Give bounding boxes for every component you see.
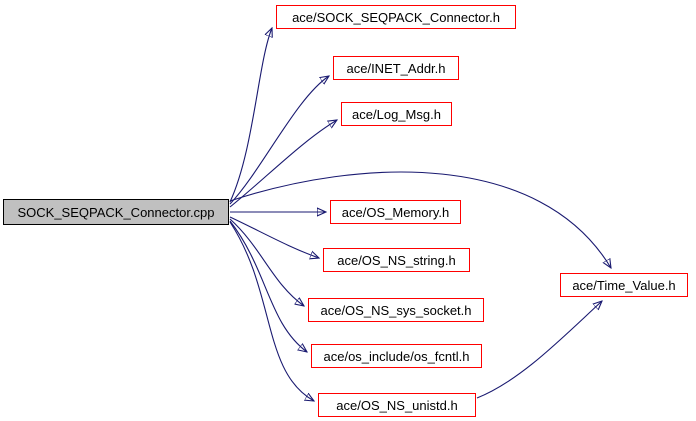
edge-cpp-to-os-ns-string-h — [229, 216, 319, 258]
edge-cpp-to-os-ns-unistd-h — [229, 221, 314, 401]
node-header-sock-seqpack-connector-h[interactable]: ace/SOCK_SEQPACK_Connector.h — [276, 5, 516, 29]
edge-cpp-to-os-ns-sys-socket-h — [229, 218, 304, 306]
node-header-os-ns-unistd-h[interactable]: ace/OS_NS_unistd.h — [318, 393, 476, 417]
edge-cpp-to-time-value-h — [229, 171, 611, 268]
node-header-os-memory-h[interactable]: ace/OS_Memory.h — [330, 200, 461, 224]
node-header-os-ns-string-h[interactable]: ace/OS_NS_string.h — [323, 248, 470, 272]
edge-cpp-to-log-msg-h — [229, 120, 337, 208]
node-header-os-include-os-fcntl-h[interactable]: ace/os_include/os_fcntl.h — [311, 344, 482, 368]
node-source-file: SOCK_SEQPACK_Connector.cpp — [3, 199, 229, 225]
edge-os-ns-unistd-h-to-time-value-h — [476, 301, 602, 399]
edge-cpp-to-os-include-os-fcntl-h — [229, 220, 307, 352]
node-header-log-msg-h[interactable]: ace/Log_Msg.h — [341, 102, 452, 126]
node-header-inet-addr-h[interactable]: ace/INET_Addr.h — [333, 56, 459, 80]
node-header-time-value-h[interactable]: ace/Time_Value.h — [560, 273, 688, 297]
edge-cpp-to-inet-addr-h — [229, 76, 329, 205]
node-header-os-ns-sys-socket-h[interactable]: ace/OS_NS_sys_socket.h — [308, 298, 484, 322]
edge-cpp-to-sock-seqpack-connector-h — [229, 28, 272, 203]
